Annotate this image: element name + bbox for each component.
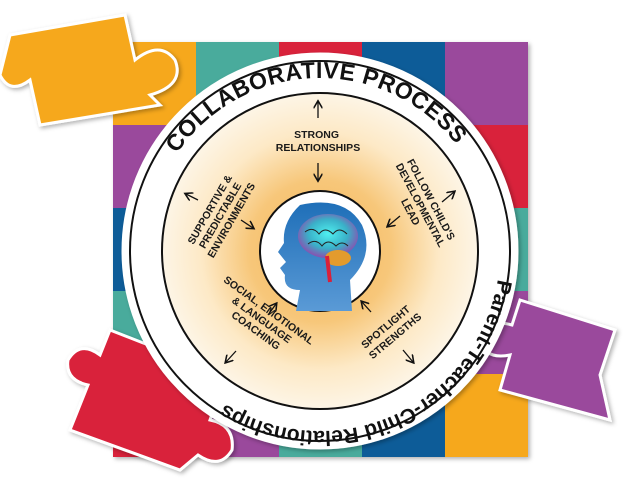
- brain-icon: [298, 214, 358, 258]
- brainstem-icon: [325, 255, 332, 283]
- arrow-in-icon: [267, 304, 276, 316]
- brain-folds: [304, 228, 349, 247]
- arrow-in-icon: [240, 219, 253, 228]
- spoke-strong-relationships: STRONG RELATIONSHIPS: [276, 102, 360, 180]
- arrow-out-icon: [441, 192, 454, 203]
- center-image: [259, 190, 381, 312]
- arrow-in-icon: [362, 302, 372, 313]
- arrow-in-icon: [388, 215, 401, 226]
- loose-puzzle-piece-orange: [0, 13, 179, 127]
- arrow-out-icon: [402, 349, 413, 362]
- arrow-out-icon: [186, 194, 199, 200]
- cerebellum-icon: [325, 250, 351, 266]
- svg-text:STRONG RELATIONSHIPS: STRONG RELATIONSHIPS: [276, 129, 360, 154]
- arrow-out-icon: [226, 350, 237, 362]
- outer-ring-border: [129, 60, 511, 442]
